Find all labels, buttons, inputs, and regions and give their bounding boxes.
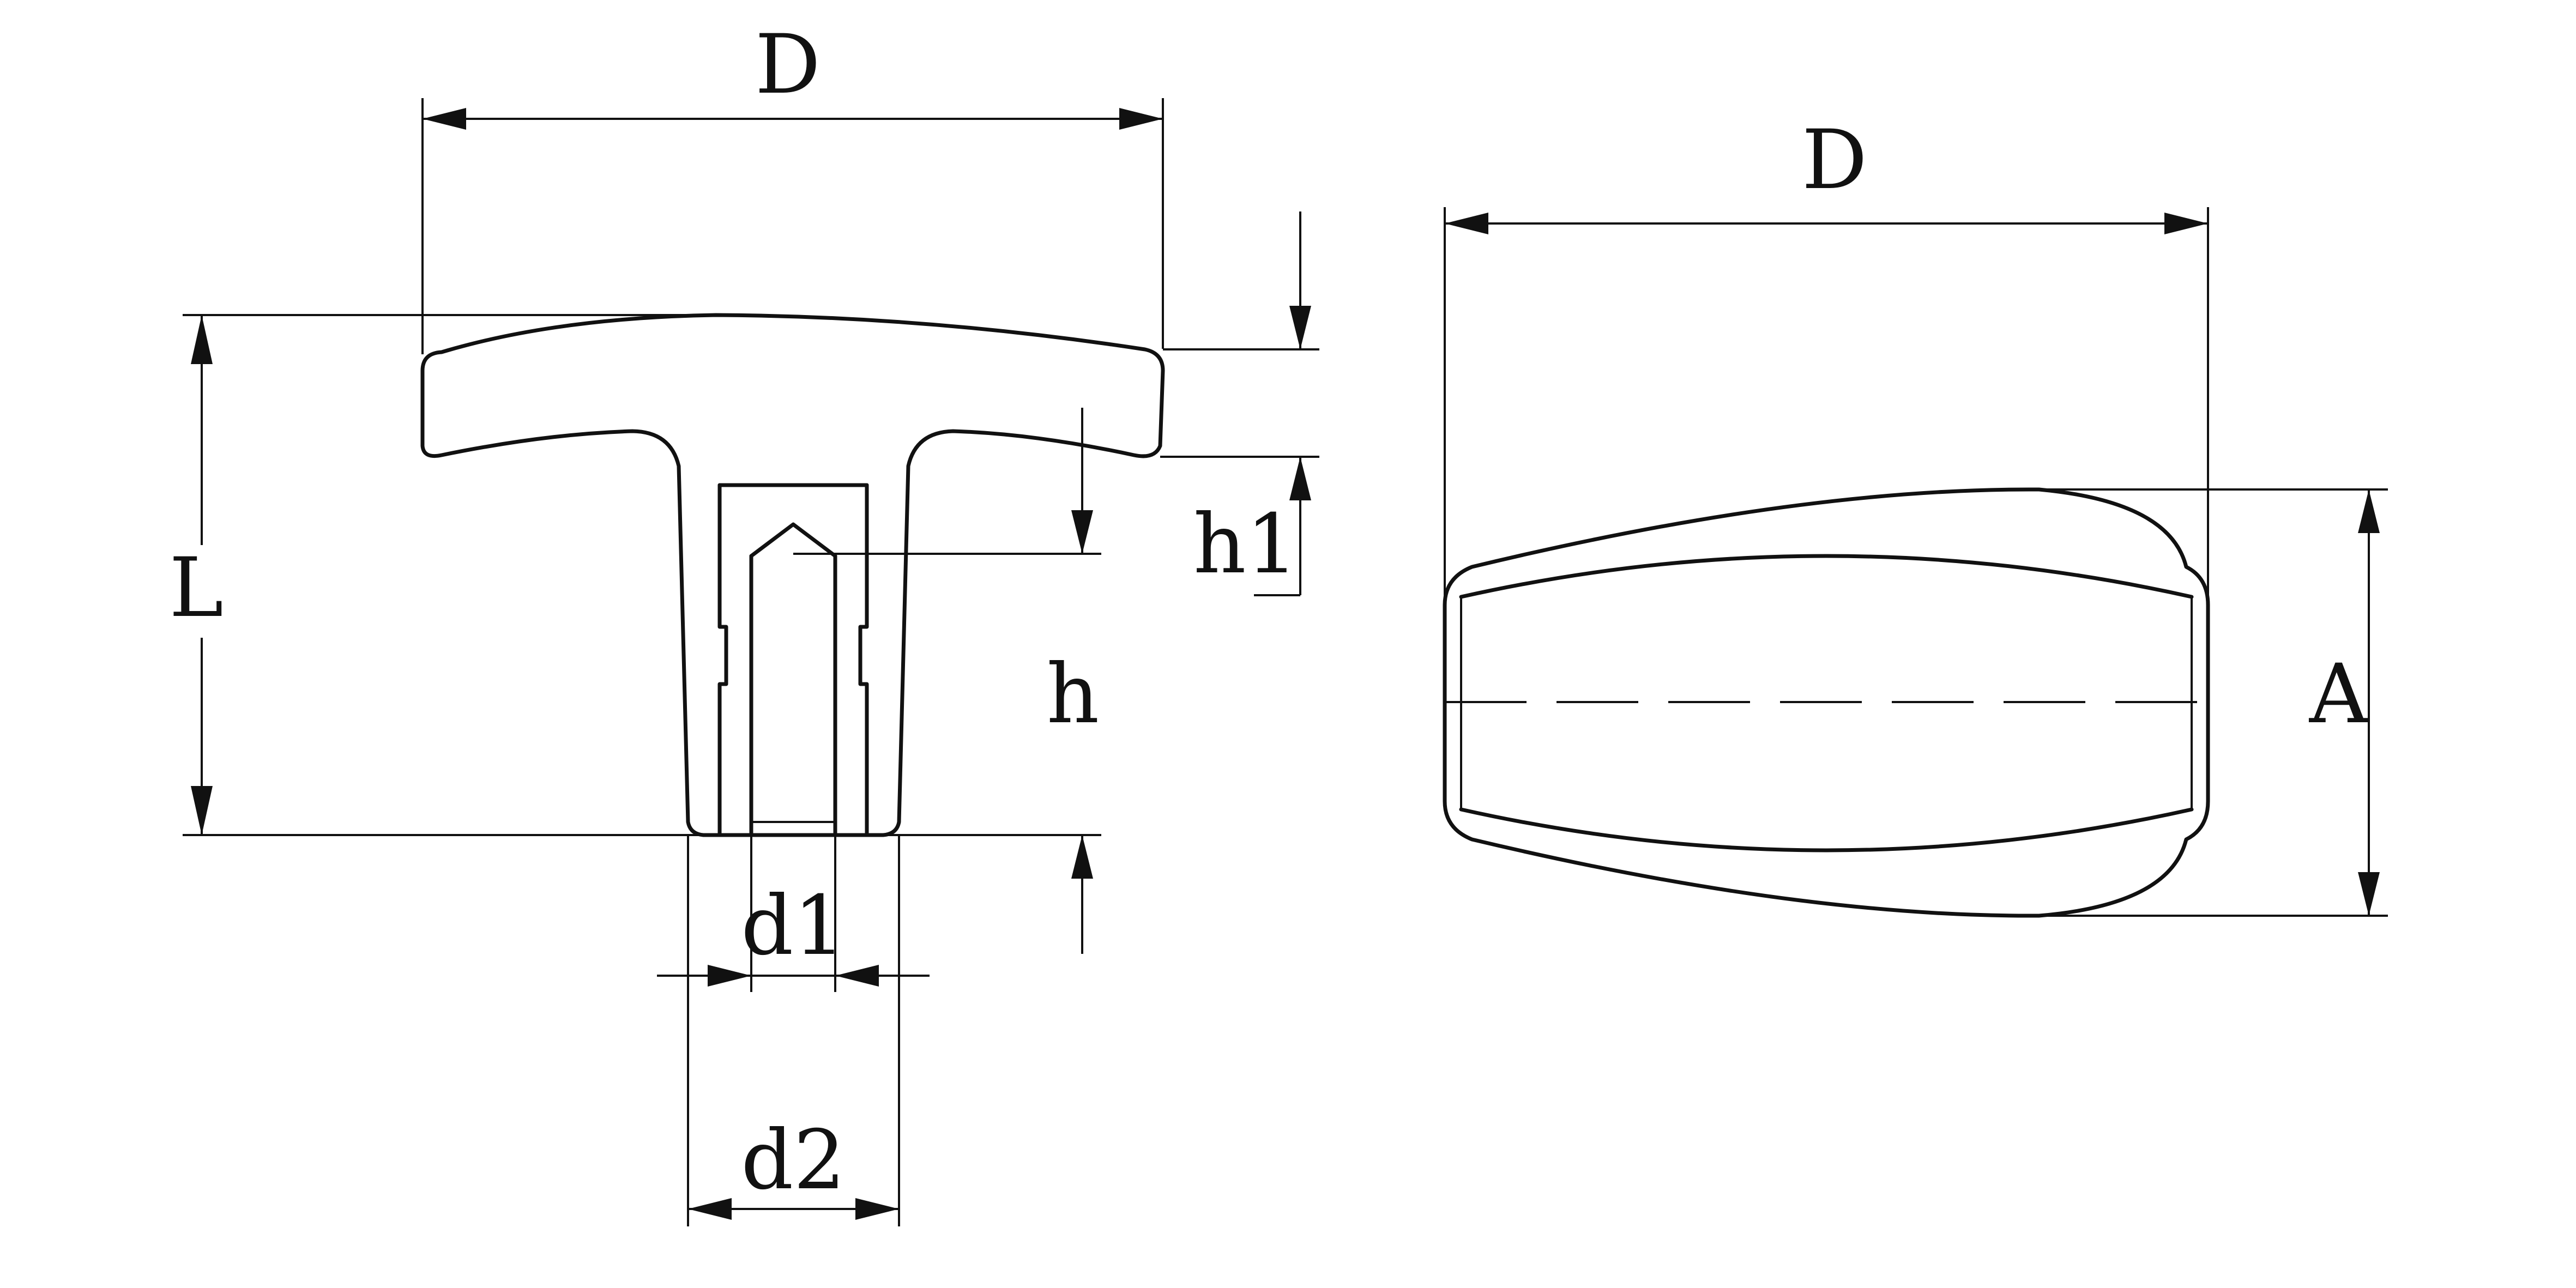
dimension-label-h: h	[1047, 647, 1100, 742]
dimension-d-side: D	[1444, 113, 2209, 600]
t-knob-outline	[420, 313, 1165, 837]
dimension-label-a: A	[2309, 647, 2369, 742]
dimension-label-d-front: D	[755, 17, 821, 112]
front-view: D L h1 h	[169, 17, 1319, 1226]
dimension-d-front: D	[421, 17, 1164, 354]
dimension-h1: h1	[1160, 211, 1319, 596]
barrel-inner-bottom	[1459, 807, 2194, 852]
side-view: D A	[1443, 113, 2388, 918]
dimension-l: L	[169, 314, 1101, 836]
dimension-label-d-side: D	[1802, 113, 1867, 208]
bore-drill-tip	[749, 522, 837, 558]
dimension-label-d2: d2	[741, 1113, 845, 1208]
dimension-d2: d2	[687, 835, 900, 1226]
dimension-label-h1: h1	[1193, 497, 1298, 592]
dimension-label-d1: d1	[741, 879, 845, 973]
stem-inner-left	[717, 483, 728, 835]
dimension-h: h	[793, 408, 1101, 954]
dimension-label-l: L	[169, 541, 224, 636]
barrel-inner-top	[1459, 554, 2194, 599]
stem-inner-right	[858, 483, 869, 835]
barrel-outline	[1443, 487, 2210, 918]
dimension-a: A	[2039, 488, 2388, 917]
dimension-d1: d1	[657, 835, 930, 992]
